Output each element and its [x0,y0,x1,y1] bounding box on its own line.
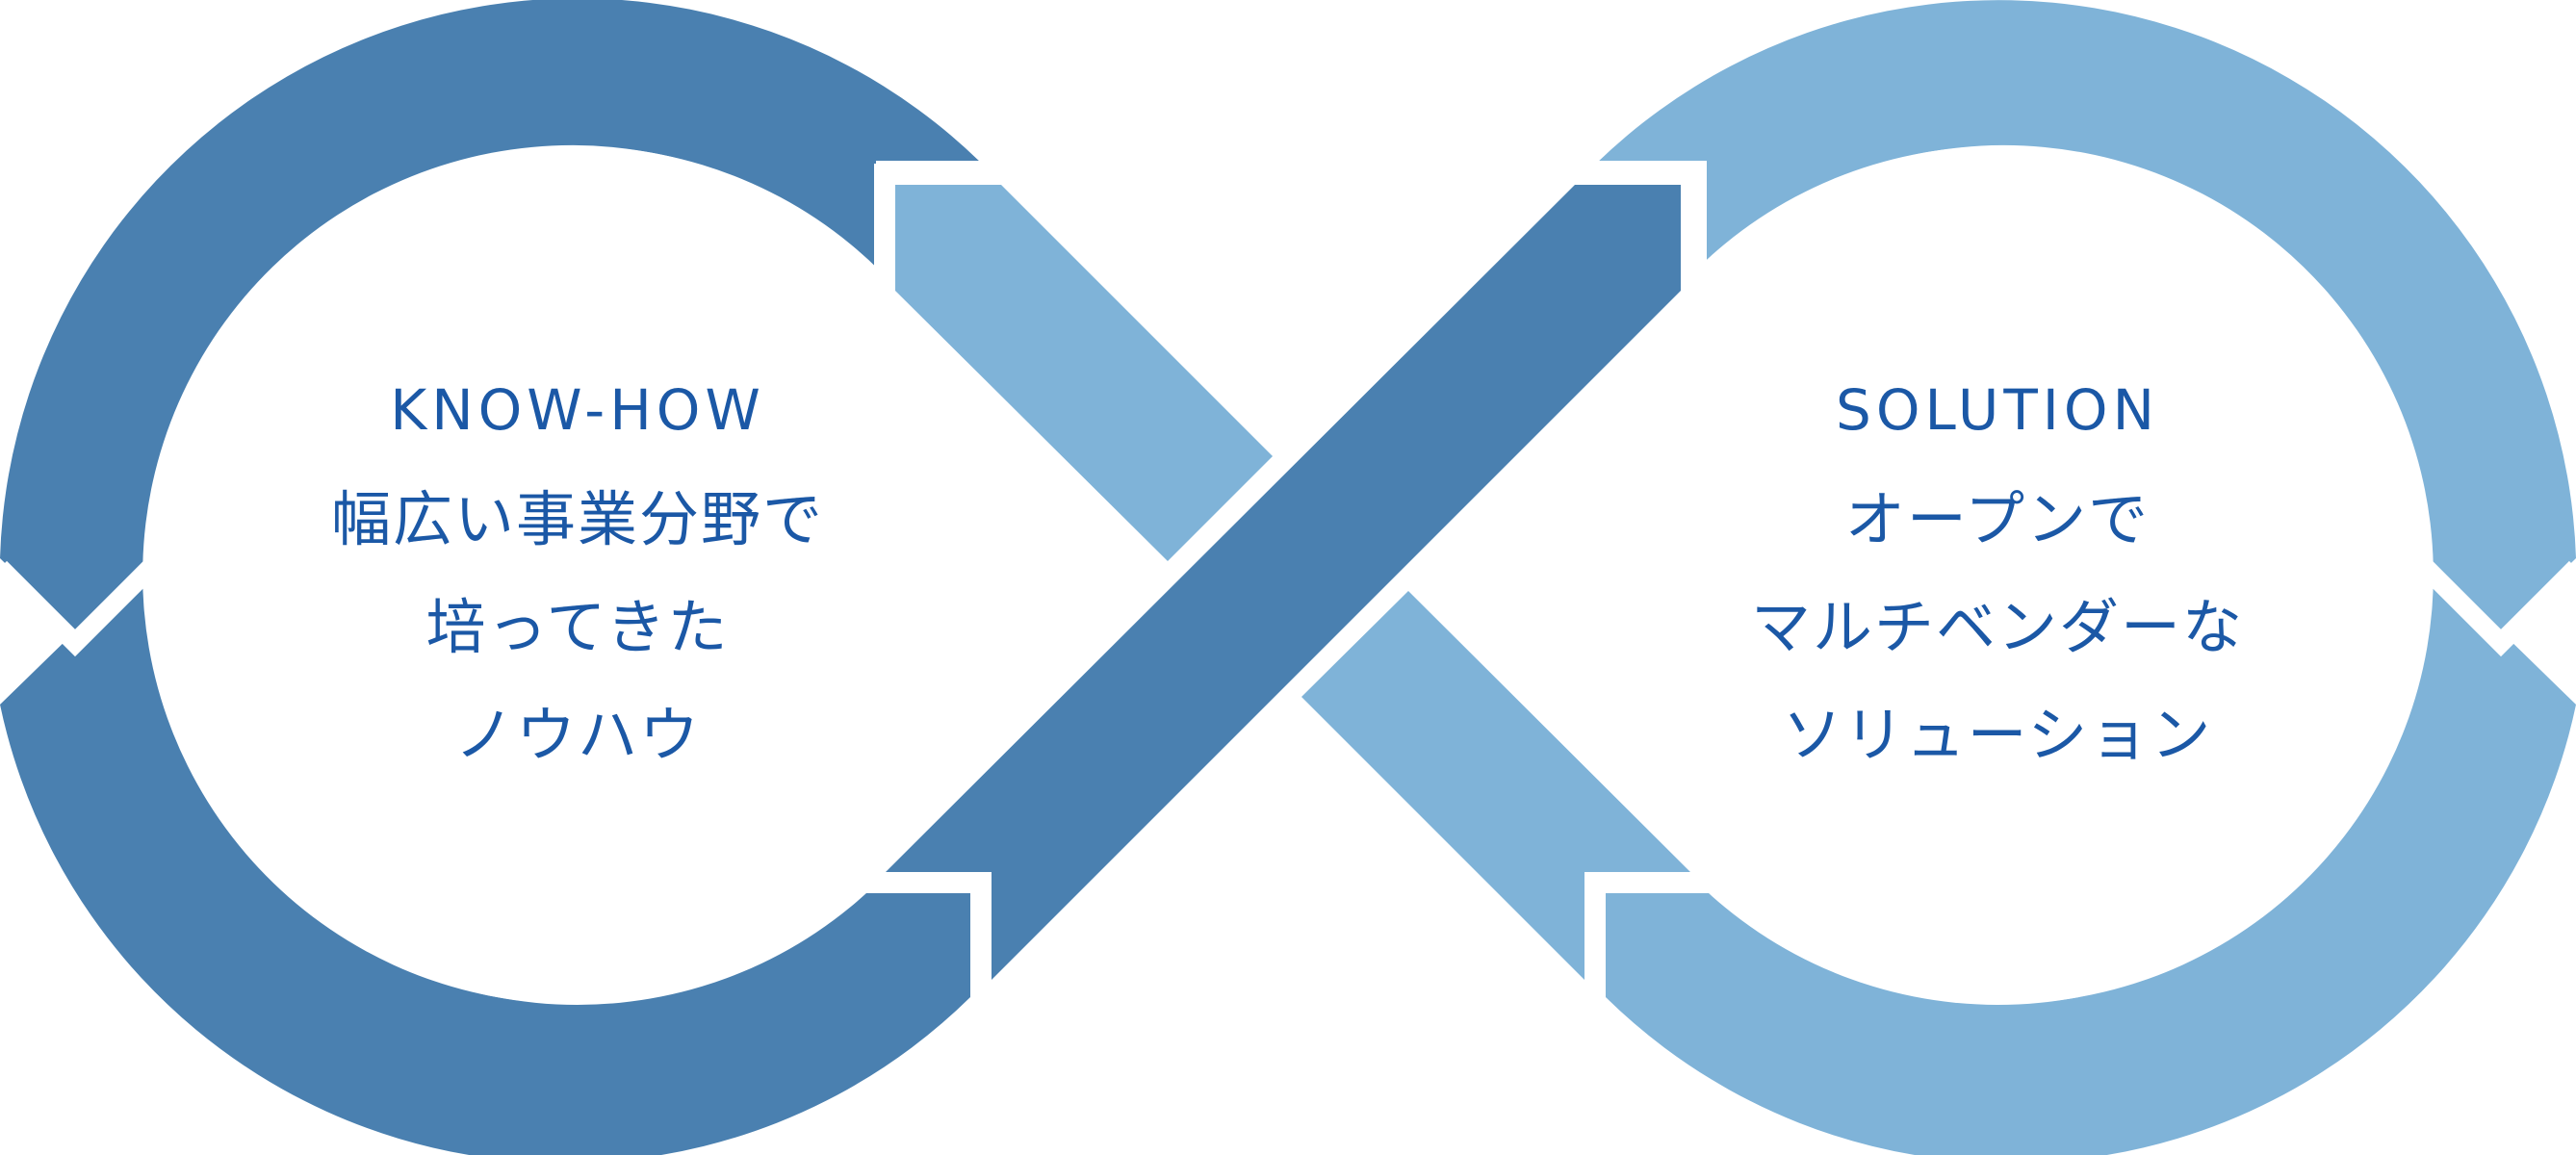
bottom-right-notch [1585,875,1710,1001]
right-loop-ring [1596,0,2576,1155]
left-chevron-gap [0,560,158,657]
left-inner-circle [148,146,1007,1005]
left-arrow-notch [876,161,991,181]
solution-line-3: ソリューション [1782,700,2213,770]
right-chevron-gap [2418,560,2576,657]
solution-line-2: マルチベンダーな [1750,592,2244,662]
knowhow-heading: KNOW-HOW [390,377,765,443]
solution-line-1: オープンで [1844,484,2151,554]
left-circle-label: KNOW-HOW 幅広い事業分野で 培ってきた ノウハウ [241,373,914,789]
left-light-arrow [895,185,1273,561]
diagonal-band [886,185,1681,980]
right-light-arrow [1301,591,1690,980]
knowhow-line-2: 培ってきた [425,592,730,662]
right-inner-circle [1568,146,2427,1005]
knowhow-line-3: ノウハウ [453,700,701,770]
solution-heading: SOLUTION [1836,377,2159,443]
right-circle-label: SOLUTION オープンで マルチベンダーな ソリューション [1661,373,2334,789]
left-loop-ring [0,0,982,1155]
right-arrow-notch [1594,161,1707,289]
knowhow-line-1: 幅広い事業分野で [330,484,824,554]
bottom-left-notch [866,875,989,1001]
